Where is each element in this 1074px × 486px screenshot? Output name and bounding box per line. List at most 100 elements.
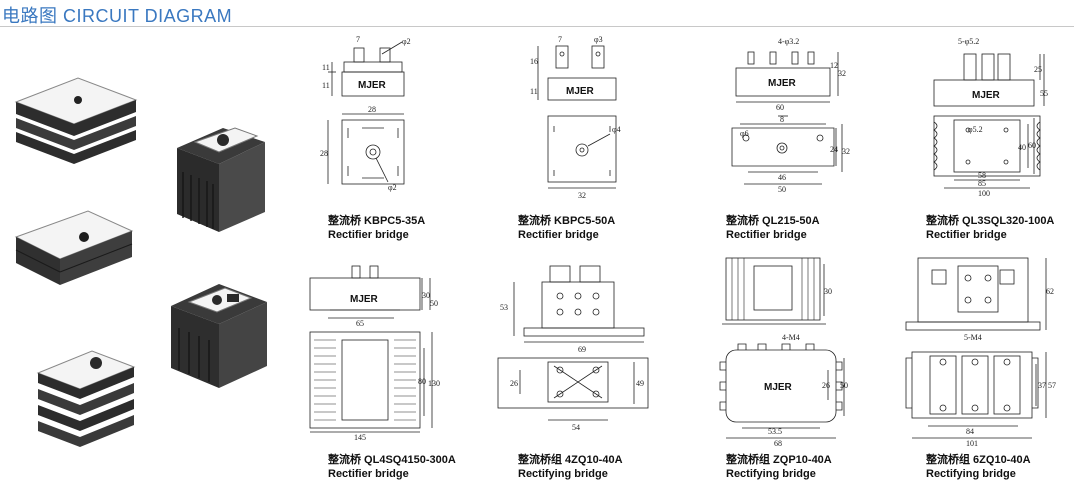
dim-label: 8 [780,115,784,124]
dim-label: 80 [418,377,426,386]
dim-label: 11 [322,81,330,90]
dim-label: 49 [636,379,644,388]
photo-heatsink-flat-1 [8,72,140,172]
caption-kbpc5-50a: 整流桥 KBPC5-50A Rectifier bridge [518,214,738,242]
dim-label: 4-φ3.2 [778,37,799,46]
caption-model: 整流桥 QL3SQL320-100A [926,215,1055,227]
brand-mark: MJER [566,86,595,97]
dim-label: 7 [558,35,562,44]
dim-label: 130 [428,379,440,388]
dim-label: 53 [500,303,508,312]
dim-label: 12 [830,61,838,70]
drawing-4zq10-40a: 53 69 26 49 54 [494,262,654,442]
page-header: 电路图 CIRCUIT DIAGRAM [0,0,1074,30]
photo-heatsink-finned [34,345,139,455]
caption-model: 整流桥 KBPC5-35A [328,215,426,227]
caption-model: 整流桥组 ZQP10-40A [726,454,832,466]
caption-model: 整流桥 KBPC5-50A [518,215,616,227]
dim-label: 30 [422,291,430,300]
dim-label: 50 [840,381,848,390]
drawing-ql3sql320-100a: 5-φ5.2 25 55 MJER φ5.2 40 60 58 85 100 [928,32,1048,202]
brand-mark: MJER [972,90,1001,101]
caption-model: 整流桥组 6ZQ10-40A [926,454,1031,466]
caption-ql4sq4150-300a: 整流桥 QL4SQ4150-300A Rectifier bridge [328,453,548,481]
caption-subtitle: Rectifier bridge [328,468,409,480]
brand-mark: MJER [768,78,797,89]
caption-subtitle: Rectifying bridge [726,468,816,480]
dim-label: 28 [368,105,376,114]
drawing-kbpc5-35a: 7 φ2 11 11 MJER 28 28 φ2 [318,32,426,202]
dim-label: 11 [530,87,538,96]
drawing-zqp10-40a: 30 4-M4 MJER 26 50 53.5 68 [718,250,858,450]
dim-label: 5-φ5.2 [958,37,979,46]
dim-label: 60 [776,103,784,112]
dim-label: 54 [572,423,580,432]
dim-label: 101 [966,439,978,448]
dim-label: 55 [1040,89,1048,98]
dim-label: 85 [978,179,986,188]
photo-heatsink-block-2 [165,278,275,393]
drawing-ql4sq4150-300a: MJER 30 50 65 80 130 145 [304,260,444,442]
dim-label: 26 [510,379,518,388]
dim-label: 60 [1028,141,1036,150]
caption-model: 整流桥 QL215-50A [726,215,820,227]
dim-label: 24 [830,145,838,154]
drawing-kbpc5-50a: 7 φ3 16 11 MJER φ4 32 [528,32,636,202]
dim-label: φ3 [594,35,603,44]
dim-label: 5-M4 [964,333,982,342]
caption-model: 整流桥组 4ZQ10-40A [518,454,623,466]
caption-subtitle: Rectifying bridge [926,468,1016,480]
dim-label: φ6 [740,129,749,138]
caption-ql3sql320-100a: 整流桥 QL3SQL320-100A Rectifier bridge [926,214,1074,242]
caption-kbpc5-35a: 整流桥 KBPC5-35A Rectifier bridge [328,214,548,242]
caption-subtitle: Rectifier bridge [726,229,807,241]
dim-label: 145 [354,433,366,442]
dim-label: 69 [578,345,586,354]
brand-mark: MJER [358,80,387,91]
dim-label: 7 [356,35,360,44]
dim-label: 46 [778,173,786,182]
photo-heatsink-flat-2 [10,205,140,305]
caption-zqp10-40a: 整流桥组 ZQP10-40A Rectifying bridge [726,453,946,481]
page-title: 电路图 CIRCUIT DIAGRAM [2,6,233,26]
caption-subtitle: Rectifier bridge [328,229,409,241]
dim-label: 32 [842,147,850,156]
dim-label: 30 [824,287,832,296]
drawing-6zq10-40a: 62 5-M4 37 57 84 101 [902,248,1062,448]
caption-subtitle: Rectifier bridge [926,229,1007,241]
dim-label: φ2 [388,183,397,192]
dim-label: 50 [430,299,438,308]
dim-label: 68 [774,439,782,448]
photo-heatsink-block-1 [165,120,275,240]
drawing-ql215-50a: 4-φ3.2 12 32 MJER 60 8 φ6 24 32 46 50 [722,32,850,202]
dim-label: 65 [356,319,364,328]
dim-label: 57 [1048,381,1056,390]
header-divider [0,26,1074,27]
caption-subtitle: Rectifier bridge [518,229,599,241]
dim-label: 4-M4 [782,333,800,342]
dim-label: 25 [1034,65,1042,74]
dim-label: 11 [322,63,330,72]
caption-6zq10-40a: 整流桥组 6ZQ10-40A Rectifying bridge [926,453,1074,481]
dim-label: 40 [1018,143,1026,152]
dim-label: 100 [978,189,990,198]
brand-mark: MJER [764,382,793,393]
dim-label: 84 [966,427,974,436]
caption-4zq10-40a: 整流桥组 4ZQ10-40A Rectifying bridge [518,453,738,481]
dim-label: φ5.2 [968,125,983,134]
dim-label: φ2 [402,37,411,46]
dim-label: 32 [578,191,586,200]
caption-subtitle: Rectifying bridge [518,468,608,480]
dim-label: 28 [320,149,328,158]
dim-label: 62 [1046,287,1054,296]
dim-label: 32 [838,69,846,78]
caption-ql215-50a: 整流桥 QL215-50A Rectifier bridge [726,214,946,242]
dim-label: 16 [530,57,538,66]
dim-label: 58 [978,171,986,180]
dim-label: 26 [822,381,830,390]
dim-label: 37 [1038,381,1046,390]
brand-mark: MJER [350,294,379,305]
dim-label: 50 [778,185,786,194]
dim-label: 53.5 [768,427,782,436]
caption-model: 整流桥 QL4SQ4150-300A [328,454,456,466]
